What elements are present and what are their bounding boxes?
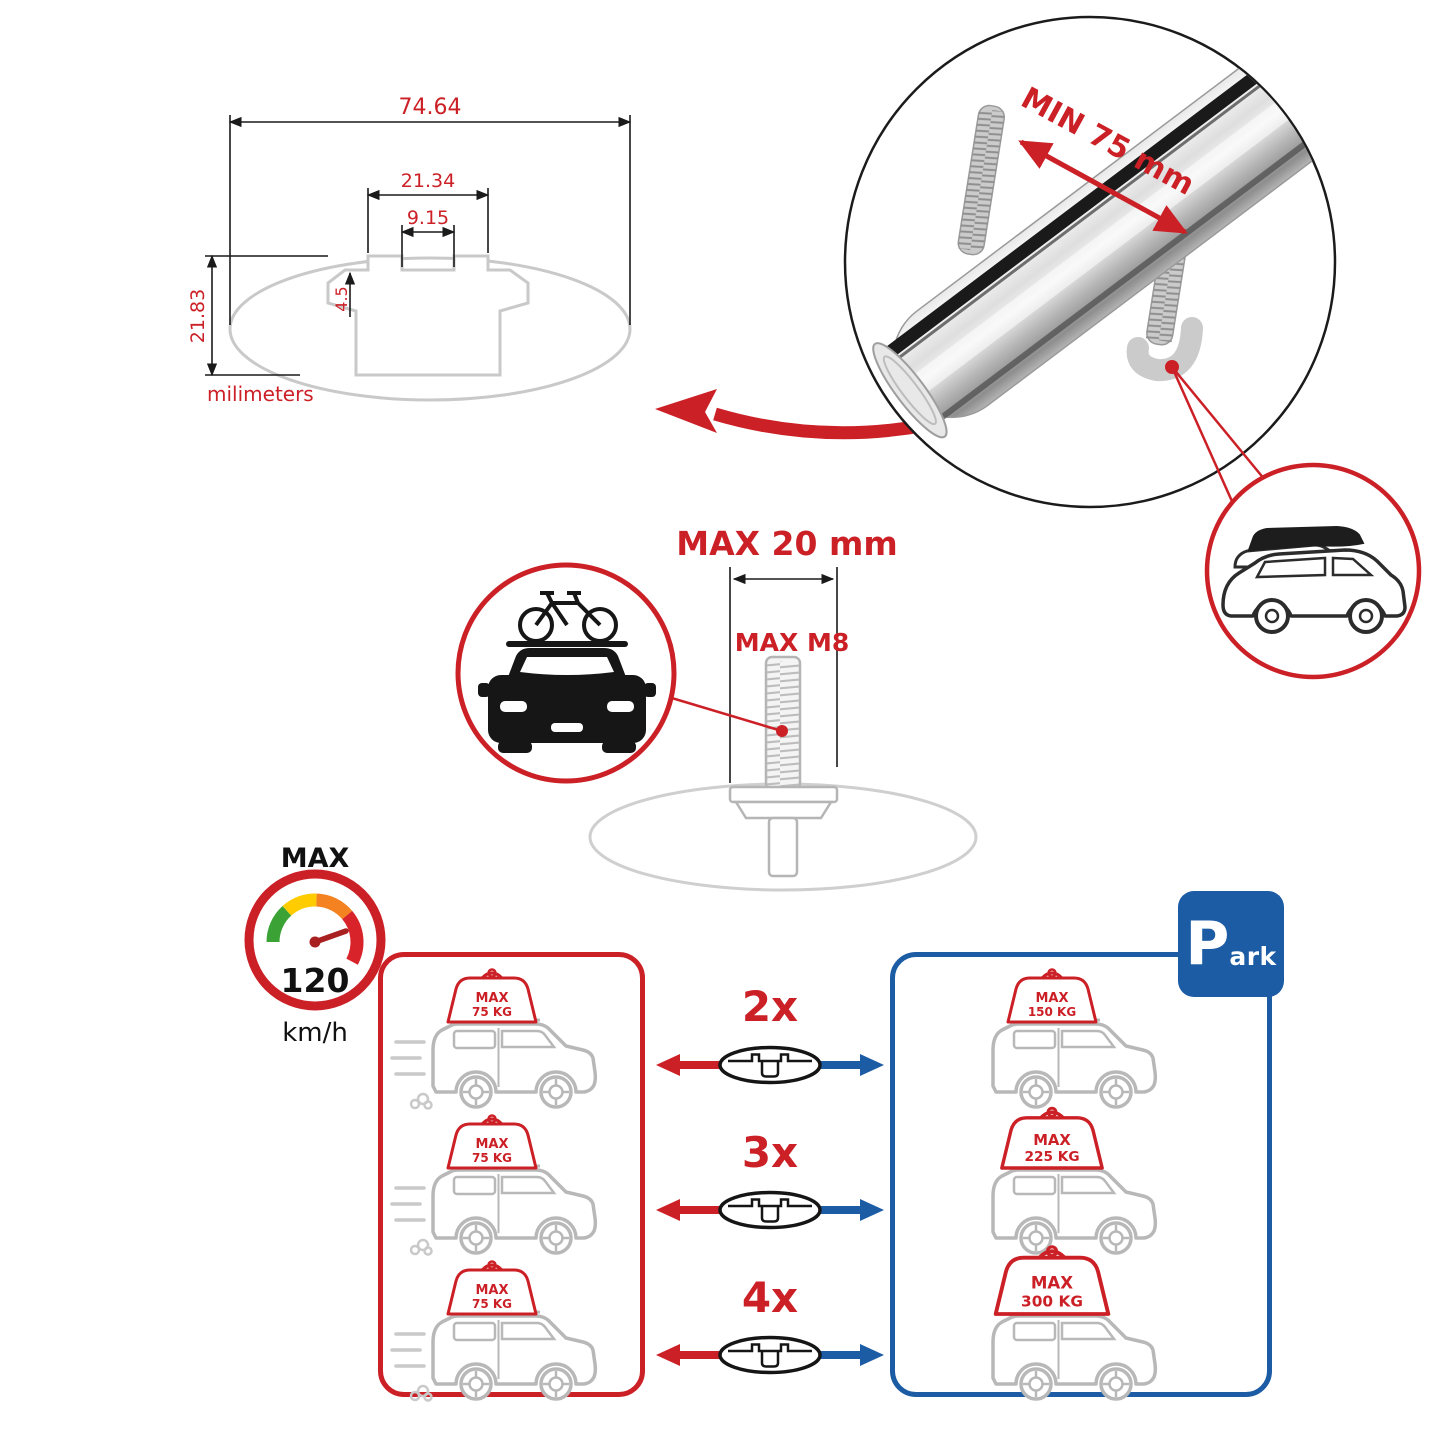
speed-limit-gauge: MAX 120 km/h [244,845,386,1048]
red-arrow-left [656,1344,680,1366]
motion-lines [390,1332,434,1403]
bar-count-4x: 4x [741,1273,799,1322]
bike-rack-usage-circle [455,562,677,784]
svg-text:225 KG: 225 KG [1024,1149,1079,1165]
park-sign-letter: P [1185,909,1230,979]
roof-bar [506,641,628,647]
detail-connector [1165,360,1266,509]
roof-cargo-bag: MAX 75 KG [446,1260,538,1316]
dim-channel-outer: 21.34 [401,170,455,192]
bar-count-2x: 2x [741,982,799,1031]
svg-text:300 KG: 300 KG [1021,1292,1083,1310]
driving-car-row-2: MAX 75 KG [390,1114,620,1257]
svg-text:MAX: MAX [475,1283,508,1298]
connector-dot [1165,360,1179,374]
roof-cargo-bag: MAX 150 KG [1006,968,1098,1024]
connector-line [1170,366,1237,509]
svg-text:75 KG: 75 KG [472,1151,512,1165]
svg-text:MAX: MAX [475,1137,508,1152]
dim-total-width: 74.64 [399,95,462,120]
dim-profile-height: 21.83 [187,289,209,343]
park-sign-text: ark [1229,941,1277,971]
min-grip-arrow [1018,139,1188,235]
bolt-detail-diagram: MAX 20 mm MAX M8 [588,524,978,892]
car-front-with-bike-icon [478,591,656,753]
blue-arrow-right [860,1199,884,1221]
crossbar-profile-icon [718,1190,822,1230]
dim-channel-depth: 4.5 [332,286,351,311]
driving-load-panel [378,952,645,1397]
suv-roofbox-usage-circle [1204,462,1422,680]
bar-profile-shape [326,254,530,377]
svg-text:150 KG: 150 KG [1028,1005,1076,1019]
gauge-value: 120 [281,961,350,1000]
svg-text:MAX: MAX [475,991,508,1006]
bar-count-row-arrows [656,1045,884,1085]
gauge-unit: km/h [282,1018,348,1048]
clamp-hook-left [957,104,1006,256]
t-bolt [728,655,839,878]
arrow-head [655,389,717,433]
clamp-hook-curve [1126,317,1203,382]
roof-box [1247,525,1365,552]
red-arrow-left [656,1054,680,1076]
svg-text:MAX: MAX [1035,991,1068,1006]
svg-text:75 KG: 75 KG [472,1005,512,1019]
parked-load-panel [890,952,1272,1397]
red-arrow-left [656,1199,680,1221]
roof-cargo-bag: MAX 225 KG [1000,1106,1104,1170]
suv-car-icon [433,1312,595,1399]
aluminum-crossbar [872,18,1334,439]
svg-text:MAX: MAX [1033,1132,1071,1149]
bar-count-3x: 3x [741,1128,799,1177]
driving-car-row-1: MAX 75 KG [390,968,620,1111]
suv-car-icon [993,1312,1155,1399]
parked-car-row-1: MAX 150 KG [950,968,1180,1128]
driving-car-row-3: MAX 75 KG [390,1260,620,1403]
roof-cargo-bag: MAX 75 KG [446,968,538,1024]
dim-channel-inner: 9.15 [407,207,449,229]
max-length-label: MAX 20 mm [676,524,898,563]
svg-text:75 KG: 75 KG [472,1297,512,1311]
blue-arrow-right [860,1344,884,1366]
crossbar-profile-icon [718,1335,822,1375]
gauge-arc [266,893,364,965]
connector-dot [776,725,788,737]
profile-dimension-diagram: 74.64 21.34 9.15 4.5 21.83 milimeters [187,95,632,406]
parked-car-row-3: MAX 300 KG [950,1244,1180,1420]
bar-count-row-arrows [656,1190,884,1230]
roof-cargo-bag: MAX 75 KG [446,1114,538,1170]
svg-text:MAX: MAX [1031,1273,1073,1292]
gauge-title: MAX [281,845,350,874]
crossbar-detail-circle: MIN 75 mm [843,15,1337,509]
crossbar-profile-icon [718,1045,822,1085]
units-label: milimeters [207,382,314,406]
gauge-hub [309,936,321,948]
bar-ellipse-outline [228,256,632,402]
roof-cargo-bag: MAX 300 KG [993,1244,1111,1316]
bar-count-row-arrows [656,1335,884,1375]
blue-arrow-right [860,1054,884,1076]
parked-car-row-2: MAX 225 KG [950,1106,1180,1274]
max-thread-label: MAX M8 [735,628,849,657]
connector-line [1171,366,1266,481]
suv-with-roofbox-icon [1221,525,1407,634]
